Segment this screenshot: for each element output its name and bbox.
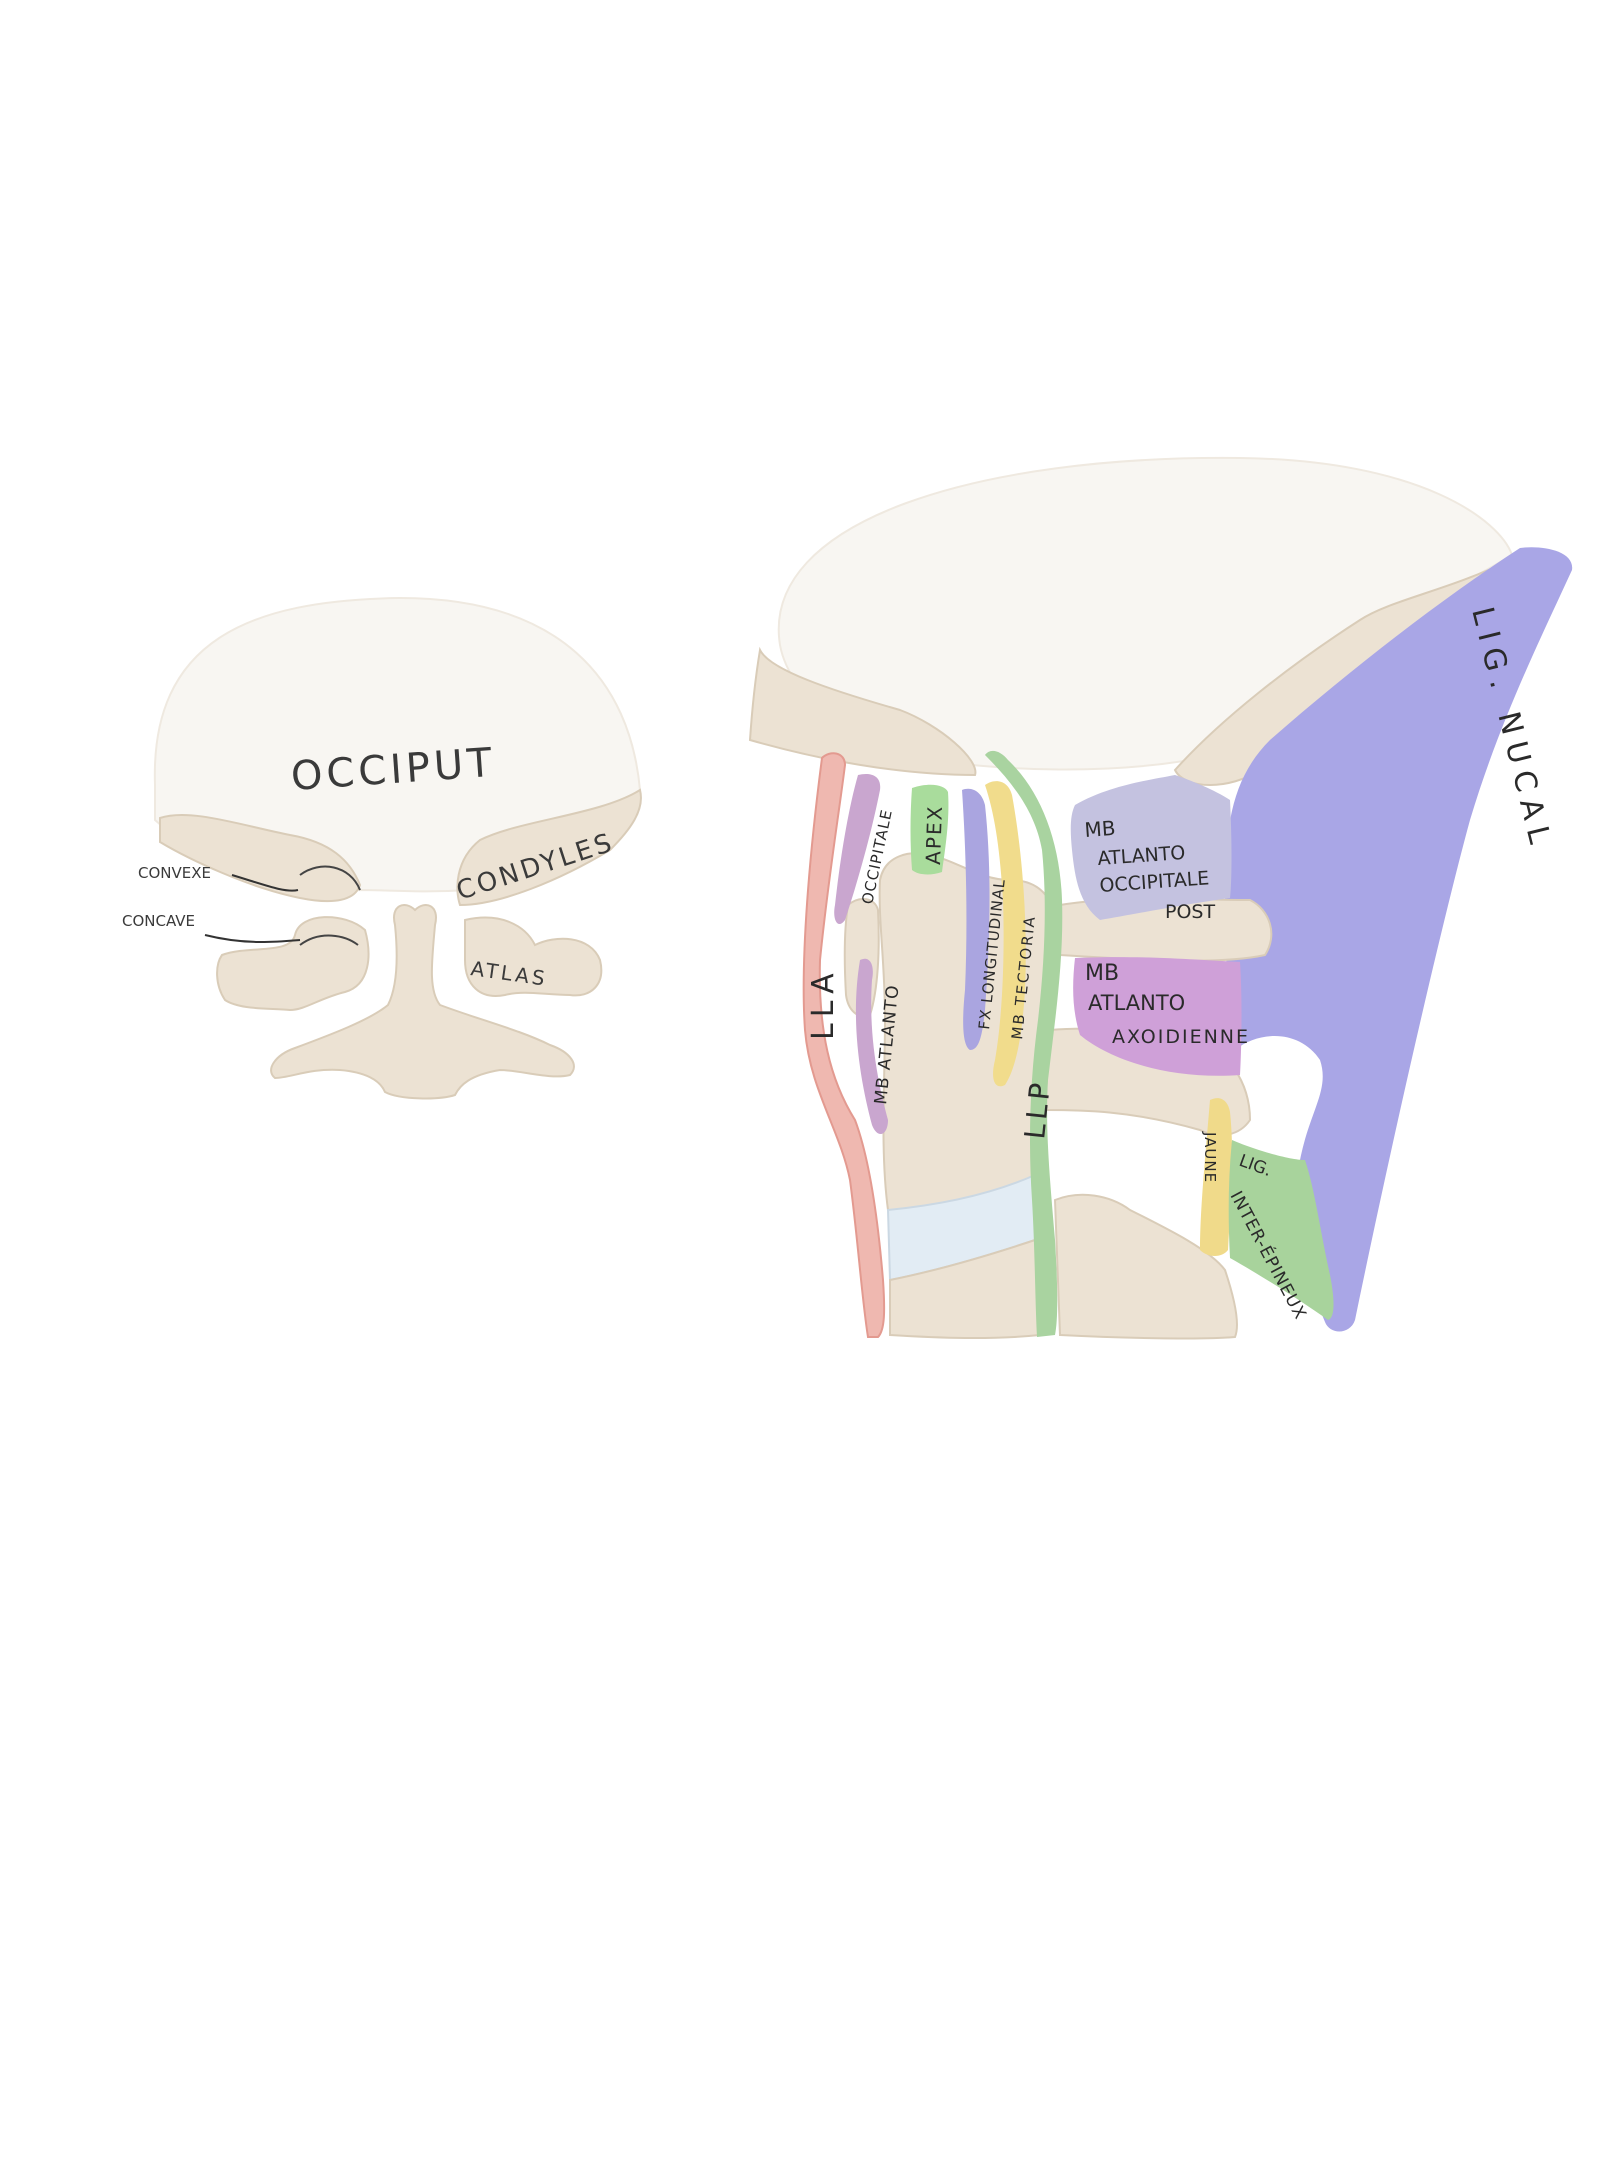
mb-atlanto-occipitale-post-line4: POST	[1165, 901, 1215, 923]
convexe-label: CONVEXE	[138, 864, 211, 882]
lla-label: LLA	[806, 967, 841, 1040]
mb-atlanto-axoidienne-line1: MB	[1085, 961, 1119, 986]
concave-leader	[205, 935, 300, 942]
mb-atlanto-occipitale-post-line1: MB	[1084, 816, 1117, 842]
frontal-view: OCCIPUT CONDYLES ATLAS CONVEXE CONCAVE	[122, 598, 641, 1098]
concave-label: CONCAVE	[122, 912, 195, 930]
sagittal-view: LLA OCCIPITALE MB ATLANTO APEX FX LONGIT…	[750, 458, 1572, 1339]
mb-atlanto-axoidienne-line3: AXOIDIENNE	[1112, 1026, 1250, 1048]
llp-label: LLP	[1018, 1078, 1057, 1141]
jaune-label: JAUNE	[1201, 1131, 1219, 1183]
atlas-left-mass	[217, 917, 368, 1010]
apex-label: APEX	[921, 804, 947, 865]
mb-atlanto-axoidienne-line2: ATLANTO	[1088, 991, 1185, 1015]
